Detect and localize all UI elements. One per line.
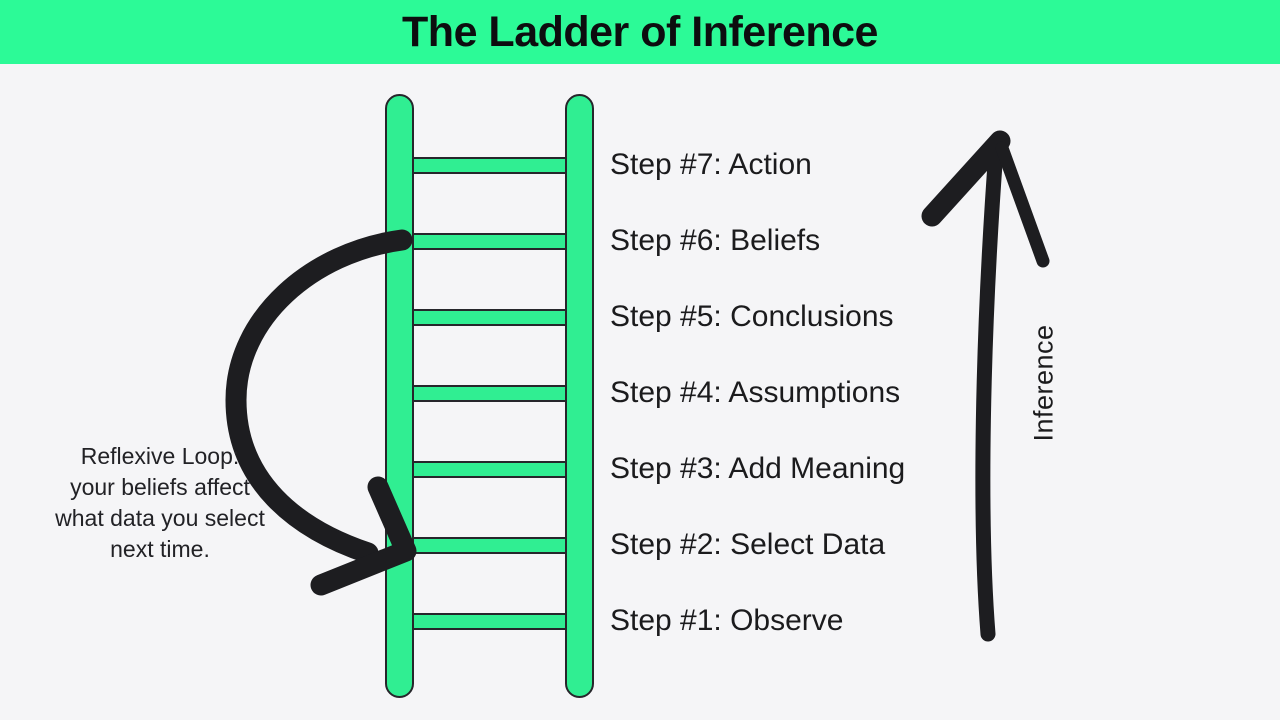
step-label-7: Step #7: Action — [610, 148, 812, 181]
note-line: Reflexive Loop: — [80, 443, 240, 469]
step-label-3: Step #3: Add Meaning — [610, 452, 906, 485]
ladder-right-rail — [565, 94, 594, 698]
reflexive-loop-note: Reflexive Loop: your beliefs affect what… — [36, 441, 284, 565]
inference-arrow-shaft — [975, 142, 1004, 642]
step-label-5: Step #5: Conclusions — [610, 300, 894, 333]
step-label-6: Step #6: Beliefs — [610, 224, 821, 257]
inference-arrow — [921, 130, 1050, 642]
inference-arrowhead-left-barb — [921, 130, 1011, 227]
note-line: your beliefs affect — [70, 474, 250, 500]
reflexive-loop-arrow — [225, 229, 417, 596]
step-label-4: Step #4: Assumptions — [610, 376, 901, 409]
title-banner: The Ladder of Inference — [0, 0, 1280, 64]
reflexive-loop-arc — [225, 229, 413, 564]
page-title: The Ladder of Inference — [402, 7, 878, 56]
step-label-2: Step #2: Select Data — [610, 528, 886, 561]
step-label-1: Step #1: Observe — [610, 604, 844, 637]
inference-arrow-label: Inference — [1028, 324, 1059, 442]
note-line: what data you select — [55, 505, 265, 531]
reflexive-loop-arrowhead — [310, 476, 417, 596]
note-line: next time. — [110, 536, 210, 562]
inference-arrowhead-right-barb — [995, 141, 1050, 268]
